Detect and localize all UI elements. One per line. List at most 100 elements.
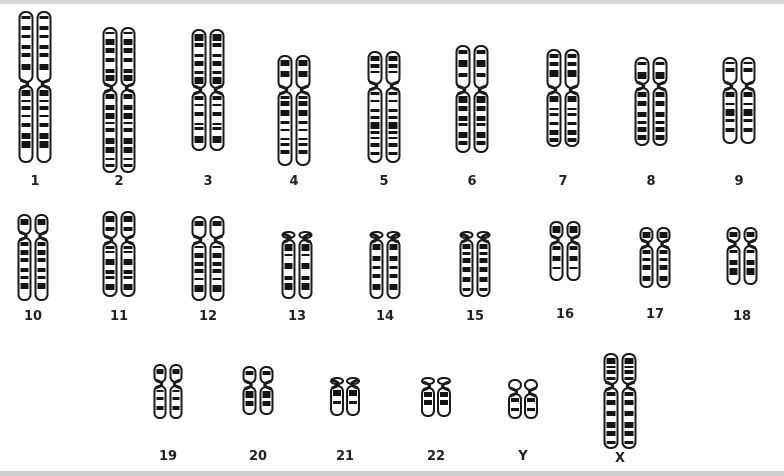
centromere bbox=[21, 80, 50, 88]
chromosome-band bbox=[477, 106, 486, 111]
chromosome-band bbox=[173, 397, 180, 400]
chromosome-band bbox=[656, 72, 665, 79]
chromosome-band bbox=[744, 128, 753, 132]
chromosome-band bbox=[607, 370, 616, 374]
chromosome-band bbox=[213, 127, 222, 130]
chromatid-left-q-arm bbox=[104, 242, 117, 296]
chromosome-band bbox=[638, 121, 647, 124]
centromere bbox=[156, 380, 181, 388]
chromosome-4: 4 bbox=[279, 56, 310, 189]
chromatid-right-p-arm bbox=[122, 212, 135, 238]
chromatid-outline bbox=[122, 212, 135, 238]
chromosome-label: 19 bbox=[159, 449, 177, 464]
chromosome-band bbox=[263, 391, 271, 398]
chromatid-right-p-arm bbox=[654, 58, 667, 84]
chromatid-left-q-arm bbox=[509, 394, 521, 418]
chromosome-band bbox=[302, 283, 310, 290]
chromosome-band bbox=[299, 71, 308, 77]
chromatid-left-q-arm bbox=[636, 88, 649, 145]
centromere bbox=[637, 82, 666, 90]
chromatid-left-q-arm bbox=[369, 88, 382, 162]
chromosome-y: Y bbox=[509, 380, 537, 464]
chromosome-band bbox=[553, 246, 561, 250]
chromosome-band bbox=[607, 400, 616, 405]
chromosome-band bbox=[744, 119, 753, 122]
chromosome-band bbox=[106, 75, 115, 81]
chromosome-band bbox=[124, 128, 133, 132]
chromosome-band bbox=[213, 123, 222, 125]
chromosome-band bbox=[285, 276, 293, 280]
chromosome-band bbox=[195, 136, 204, 143]
chromosome-band bbox=[730, 268, 738, 275]
chromosome-band bbox=[480, 258, 488, 263]
chromosome-band bbox=[124, 276, 133, 279]
centromere bbox=[245, 381, 272, 389]
chromosome-band bbox=[730, 232, 738, 237]
centromere bbox=[20, 232, 47, 240]
chromosome-18: 18 bbox=[728, 228, 757, 324]
chromosome-band bbox=[21, 268, 29, 272]
chromosome-band bbox=[480, 252, 488, 255]
chromatid-left-p-arm bbox=[104, 212, 117, 238]
chromosome-band bbox=[285, 254, 293, 256]
chromosome-band bbox=[195, 77, 204, 84]
chromosome-band bbox=[124, 270, 133, 274]
chromosome-band bbox=[195, 96, 204, 100]
chromosome-band bbox=[302, 244, 310, 251]
chromosome-band bbox=[477, 141, 486, 145]
centromere bbox=[606, 382, 635, 390]
chromosome-band bbox=[568, 96, 577, 102]
chromosome-band bbox=[747, 250, 755, 253]
chromosome-band bbox=[299, 121, 308, 124]
chromosome-band bbox=[38, 268, 46, 272]
chromosome-band bbox=[390, 266, 398, 269]
chromosome-band bbox=[21, 219, 29, 225]
chromatid-outline bbox=[636, 58, 649, 84]
chromosome-band bbox=[480, 277, 488, 282]
chromatid-left-q-arm bbox=[283, 240, 295, 298]
chromatid-left-q-arm bbox=[457, 92, 470, 152]
chromatid-outline bbox=[104, 212, 117, 238]
chromosome-band bbox=[40, 45, 49, 49]
chromosome-band bbox=[124, 158, 133, 160]
chromosome-band bbox=[213, 221, 222, 226]
chromosome-band bbox=[124, 227, 133, 231]
chromosome-label: 12 bbox=[199, 309, 217, 324]
chromosome-label: 5 bbox=[379, 174, 388, 189]
chromatid-left-p-arm bbox=[279, 56, 292, 88]
chromosome-band bbox=[281, 101, 290, 106]
chromatid-left-q-arm bbox=[279, 92, 292, 165]
chromosome-band bbox=[638, 92, 647, 97]
chromatid-left-q-arm bbox=[641, 246, 653, 287]
chromosome-band bbox=[726, 109, 735, 116]
chromosome-band bbox=[22, 100, 31, 102]
chromosome-band bbox=[124, 147, 133, 153]
chromatid-right-q-arm bbox=[566, 92, 579, 146]
chromosome-band bbox=[213, 104, 222, 106]
chromatid-right-p-arm bbox=[566, 50, 579, 88]
chromosome-band bbox=[550, 122, 559, 125]
chromosome-band bbox=[22, 141, 31, 148]
chromosome-8: 8 bbox=[636, 58, 667, 189]
chromosome-band bbox=[463, 244, 471, 249]
chromosome-band bbox=[744, 62, 753, 64]
chromosome-band bbox=[40, 53, 49, 57]
chromosome-band bbox=[726, 62, 735, 64]
chromosome-label: 18 bbox=[733, 309, 751, 324]
chromosome-band bbox=[302, 254, 310, 256]
chromosome-band bbox=[106, 39, 115, 45]
chromosome-band bbox=[477, 116, 486, 121]
chromosome-band bbox=[195, 34, 204, 41]
chromosome-band bbox=[390, 274, 398, 278]
chromosome-band bbox=[246, 401, 254, 406]
chromatid-right-q-arm bbox=[211, 92, 224, 150]
chromosome-band bbox=[195, 54, 204, 57]
chromosome-1: 1 bbox=[20, 12, 51, 189]
chromosome-9: 9 bbox=[724, 58, 755, 189]
chromatid-right-q-arm bbox=[745, 246, 757, 284]
chromosome-band bbox=[424, 400, 432, 405]
chromosome-band bbox=[390, 284, 398, 290]
chromosome-band bbox=[747, 232, 755, 237]
chromosome-band bbox=[40, 106, 49, 110]
chromosome-band bbox=[389, 122, 398, 129]
